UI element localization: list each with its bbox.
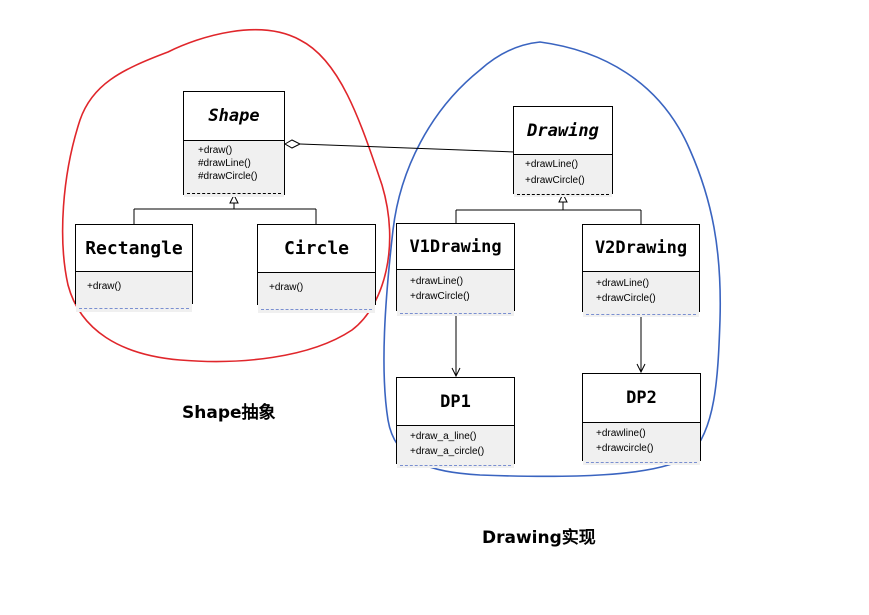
operation: +drawLine() [596,278,650,289]
operation: +draw() [87,281,122,292]
class-shape-ops: +draw() #drawLine() #drawCircle() [184,141,284,197]
implementation-group-outline [383,41,722,478]
class-circle-name: Circle [283,238,350,259]
class-drawing-ops: +drawLine() +drawCircle() [514,155,612,197]
implementation-caption: Drawing实现 [482,528,596,548]
class-rectangle-ops: +draw() [76,272,192,312]
operation: +drawcircle() [596,443,654,454]
class-dp2: DP2 +drawline() +drawcircle() [582,373,701,465]
class-shape-title: Shape [184,92,284,141]
v2-to-dp2-arrowhead [636,363,646,374]
class-v2drawing-title: V2Drawing [583,225,699,272]
class-v2drawing-name: V2Drawing [594,238,688,258]
class-v1drawing-ops: +drawLine() +drawCircle() [397,270,514,316]
class-circle-title: Circle [258,225,375,273]
abstraction-group-outline [61,29,391,363]
operation: #drawLine() [198,158,251,169]
operation: +drawCircle() [525,175,585,186]
class-v1drawing-name: V1Drawing [409,236,502,257]
class-shape: Shape +draw() #drawLine() #drawCircle() [183,91,285,197]
shape-inherit-arrowhead [229,193,239,204]
operation: +drawLine() [525,159,579,170]
class-shape-name: Shape [208,106,260,126]
class-dp1: DP1 +draw_a_line() +draw_a_circle() [396,377,515,468]
operation: +drawCircle() [410,291,470,302]
v1-to-dp1-arrowhead [451,367,461,378]
class-dp2-ops: +drawline() +drawcircle() [583,423,700,465]
operation: +draw_a_line() [410,431,477,442]
operation: +draw_a_circle() [410,446,485,457]
class-circle-ops: +draw() [258,273,375,313]
class-dp2-title: DP2 [583,374,700,423]
operation: +drawLine() [410,276,464,287]
aggregation-diamond [283,139,302,149]
class-v2drawing: V2Drawing +drawLine() +drawCircle() [582,224,700,317]
class-rectangle-name: Rectangle [85,237,183,259]
class-rectangle-title: Rectangle [76,225,192,272]
class-v1drawing-title: V1Drawing [397,224,514,270]
operation: +drawline() [596,428,646,439]
class-drawing: Drawing +drawLine() +drawCircle() [513,106,613,197]
class-v1drawing: V1Drawing +drawLine() +drawCircle() [396,223,515,316]
class-dp1-title: DP1 [397,378,514,426]
class-dp2-name: DP2 [626,388,657,408]
drawing-inherit-arrowhead [558,192,568,203]
class-drawing-title: Drawing [514,107,612,155]
aggregation-line [299,143,516,153]
class-v2drawing-ops: +drawLine() +drawCircle() [583,272,699,317]
class-dp1-ops: +draw_a_line() +draw_a_circle() [397,426,514,468]
class-dp1-name: DP1 [440,391,471,412]
operation: +draw() [198,145,233,156]
class-circle: Circle +draw() [257,224,376,313]
operation: +drawCircle() [596,293,656,304]
class-rectangle: Rectangle +draw() [75,224,193,312]
abstraction-caption: Shape抽象 [182,403,276,423]
class-drawing-name: Drawing [527,120,599,141]
operation: +draw() [269,282,304,293]
operation: #drawCircle() [198,171,258,182]
